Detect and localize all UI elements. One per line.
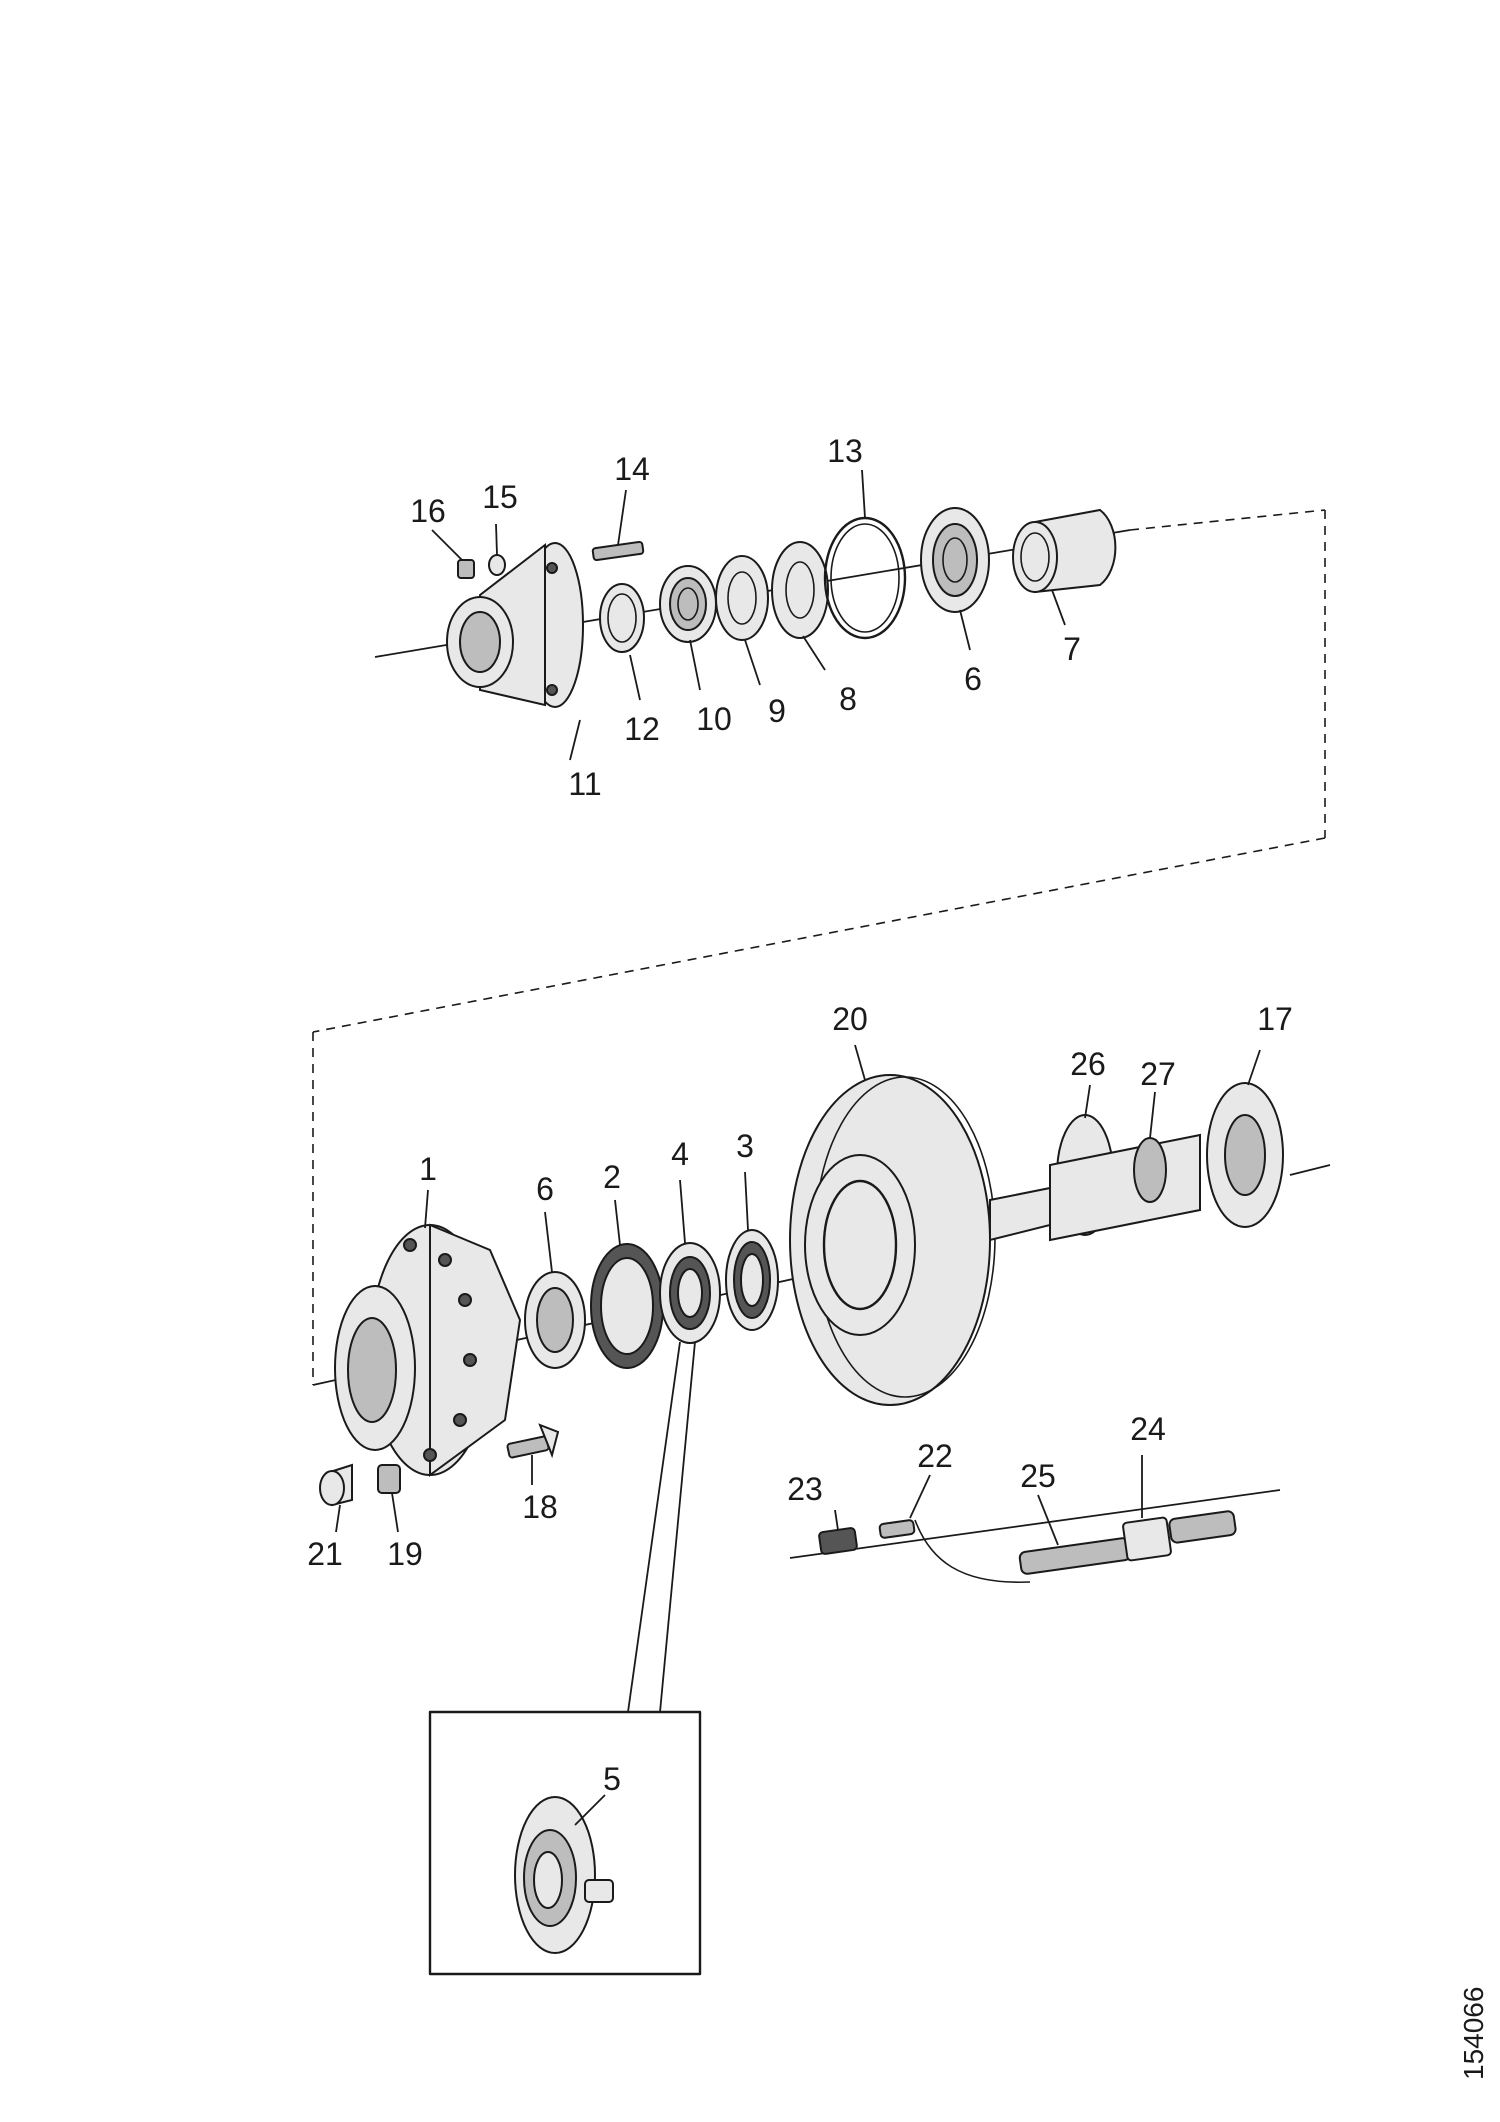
part-6-upper-bearing bbox=[920, 507, 990, 613]
callout-20: 20 bbox=[832, 1001, 868, 1037]
part-24-connector bbox=[1122, 1510, 1237, 1562]
lower-assembly bbox=[312, 1044, 1331, 1713]
callout-21: 21 bbox=[307, 1536, 343, 1572]
callout-1: 1 bbox=[419, 1151, 437, 1187]
part-7-sleeve bbox=[1012, 508, 1117, 594]
part-23-sensor-bushing bbox=[818, 1527, 858, 1555]
callout-24: 24 bbox=[1130, 1411, 1166, 1447]
upper-dashed-extension bbox=[1129, 509, 1326, 531]
callout-2: 2 bbox=[603, 1159, 621, 1195]
callout-16: 16 bbox=[410, 493, 446, 529]
part-9-washer bbox=[715, 555, 769, 641]
part-19-nut bbox=[377, 1464, 401, 1494]
callout-22: 22 bbox=[917, 1438, 953, 1474]
drawing-number: 154066 bbox=[1458, 1987, 1489, 2080]
part-14-stud bbox=[591, 540, 645, 562]
part-5-sensor-seal bbox=[514, 1796, 614, 1954]
part-18-wheel-stud bbox=[506, 1423, 560, 1459]
part-22-abs-sensor bbox=[878, 1519, 1031, 1584]
inset-frame bbox=[428, 1710, 702, 1976]
callout-12: 12 bbox=[624, 711, 660, 747]
upper-assembly bbox=[374, 469, 1326, 761]
part-15-washer bbox=[488, 554, 506, 576]
part-4-bearing bbox=[659, 1242, 721, 1344]
part-25-cable-sleeve bbox=[1018, 1537, 1132, 1575]
callout-3: 3 bbox=[736, 1128, 754, 1164]
callout-9: 9 bbox=[768, 693, 786, 729]
callout-19: 19 bbox=[387, 1536, 423, 1572]
callout-27: 27 bbox=[1140, 1056, 1176, 1092]
callout-7: 7 bbox=[1063, 631, 1081, 667]
part-21-cap bbox=[319, 1463, 353, 1507]
part-13-snap-ring bbox=[823, 516, 907, 640]
callout-17: 17 bbox=[1257, 1001, 1293, 1037]
callout-6-upper: 6 bbox=[964, 661, 982, 697]
part-20-brake-disc bbox=[789, 1074, 996, 1406]
part-27-spindle-collar bbox=[1133, 1137, 1167, 1203]
part-16-nut bbox=[457, 559, 475, 579]
callout-23: 23 bbox=[787, 1471, 823, 1507]
callout-25: 25 bbox=[1020, 1458, 1056, 1494]
detail-inset-part-5 bbox=[428, 1710, 702, 1976]
callout-10: 10 bbox=[696, 701, 732, 737]
callout-14: 14 bbox=[614, 451, 650, 487]
part-12-ring bbox=[599, 583, 645, 653]
callout-4: 4 bbox=[671, 1136, 689, 1172]
callout-26: 26 bbox=[1070, 1046, 1106, 1082]
part-6-lower-bearing bbox=[524, 1271, 586, 1369]
callout-15: 15 bbox=[482, 479, 518, 515]
part-8-tab-washer bbox=[771, 541, 829, 639]
callout-13: 13 bbox=[827, 433, 863, 469]
part-10-bearing bbox=[659, 565, 717, 643]
callout-11: 11 bbox=[568, 766, 601, 802]
part-2-tone-ring bbox=[590, 1243, 664, 1369]
part-11-hub-cone bbox=[446, 542, 584, 708]
connector-dashed-line bbox=[312, 510, 1326, 1385]
callout-8: 8 bbox=[839, 681, 857, 717]
callout-18: 18 bbox=[522, 1489, 558, 1525]
part-3-seal bbox=[725, 1229, 779, 1331]
callout-5: 5 bbox=[603, 1761, 621, 1797]
callout-labels: 16 15 14 13 12 10 9 8 6 7 11 20 17 26 27… bbox=[307, 433, 1293, 1797]
part-1-wheel-hub bbox=[334, 1223, 522, 1477]
callout-6-lower: 6 bbox=[536, 1171, 554, 1207]
